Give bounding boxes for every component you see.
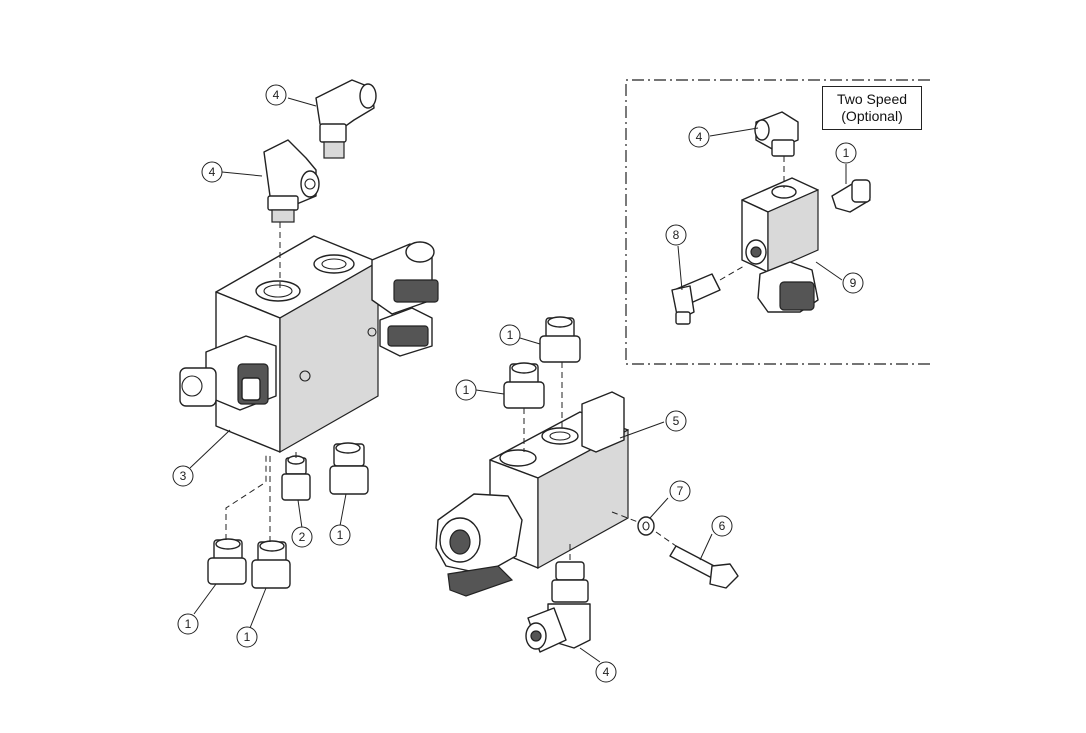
svg-text:2: 2	[299, 530, 306, 544]
fitting-bottom-mid	[281, 455, 311, 501]
svg-text:1: 1	[244, 630, 251, 644]
svg-text:1: 1	[463, 383, 470, 397]
two-speed-label-line2: (Optional)	[841, 108, 903, 124]
svg-text:7: 7	[677, 484, 684, 498]
svg-text:4: 4	[273, 88, 280, 102]
inset-frame	[625, 79, 930, 365]
callout-inset-elbow-4: 4	[688, 126, 710, 148]
inset-valve-block	[741, 177, 819, 273]
fitting-bottom-left-a	[207, 538, 247, 585]
svg-text:4: 4	[603, 665, 610, 679]
callout-valve-body-5: 5	[665, 410, 687, 432]
fitting-bottom-right	[329, 442, 369, 495]
callout-valve-washer-7: 7	[669, 480, 691, 502]
callout-valve-fitting-1b: 1	[455, 379, 477, 401]
washer	[637, 516, 655, 536]
inset-elbow-top	[754, 111, 799, 157]
svg-text:6: 6	[719, 519, 726, 533]
callout-main-fitting-1c: 1	[236, 626, 258, 648]
callout-main-top-4: 4	[265, 84, 287, 106]
callout-valve-fitting-1a: 1	[499, 324, 521, 346]
leader-lines	[189, 97, 847, 663]
callout-valve-elbow-4: 4	[595, 661, 617, 683]
manifold-solenoid-right	[371, 241, 439, 357]
dash-bolt	[611, 511, 677, 547]
svg-text:8: 8	[673, 228, 680, 242]
inset-fitting-right	[831, 179, 871, 213]
callout-main-fitting-1b: 1	[177, 613, 199, 635]
inset-valve-solenoid	[757, 261, 819, 313]
elbow-fitting-top-left	[263, 139, 320, 223]
callout-inset-connector-8: 8	[665, 224, 687, 246]
callout-inset-fitting-1: 1	[835, 142, 857, 164]
bolt	[669, 545, 739, 589]
center-elbow-bottom	[525, 561, 591, 653]
center-fitting-upper	[539, 316, 581, 363]
svg-text:1: 1	[185, 617, 192, 631]
svg-text:4: 4	[696, 130, 703, 144]
dash-inset-connector	[719, 265, 745, 281]
manifold-solenoid-left	[179, 335, 277, 411]
elbow-fitting-top-right	[315, 79, 377, 159]
fitting-bottom-left-b	[251, 540, 291, 589]
callout-main-fitting-1a: 1	[329, 524, 351, 546]
dash-bottom-fittings	[225, 452, 297, 542]
svg-text:3: 3	[180, 469, 187, 483]
svg-text:1: 1	[843, 146, 850, 160]
center-valve-solenoid	[435, 493, 523, 597]
callout-inset-valve-9: 9	[842, 272, 864, 294]
svg-text:9: 9	[850, 276, 857, 290]
inset-connector-8	[671, 273, 721, 325]
callout-main-fitting-2: 2	[291, 526, 313, 548]
svg-text:4: 4	[209, 165, 216, 179]
svg-text:1: 1	[507, 328, 514, 342]
two-speed-label: Two Speed (Optional)	[822, 86, 922, 130]
svg-text:1: 1	[337, 528, 344, 542]
two-speed-label-line1: Two Speed	[836, 91, 908, 107]
callout-valve-bolt-6: 6	[711, 515, 733, 537]
svg-text:5: 5	[673, 414, 680, 428]
center-fitting-lower	[503, 362, 545, 409]
callout-main-body-3: 3	[172, 465, 194, 487]
callout-main-elbow-4: 4	[201, 161, 223, 183]
